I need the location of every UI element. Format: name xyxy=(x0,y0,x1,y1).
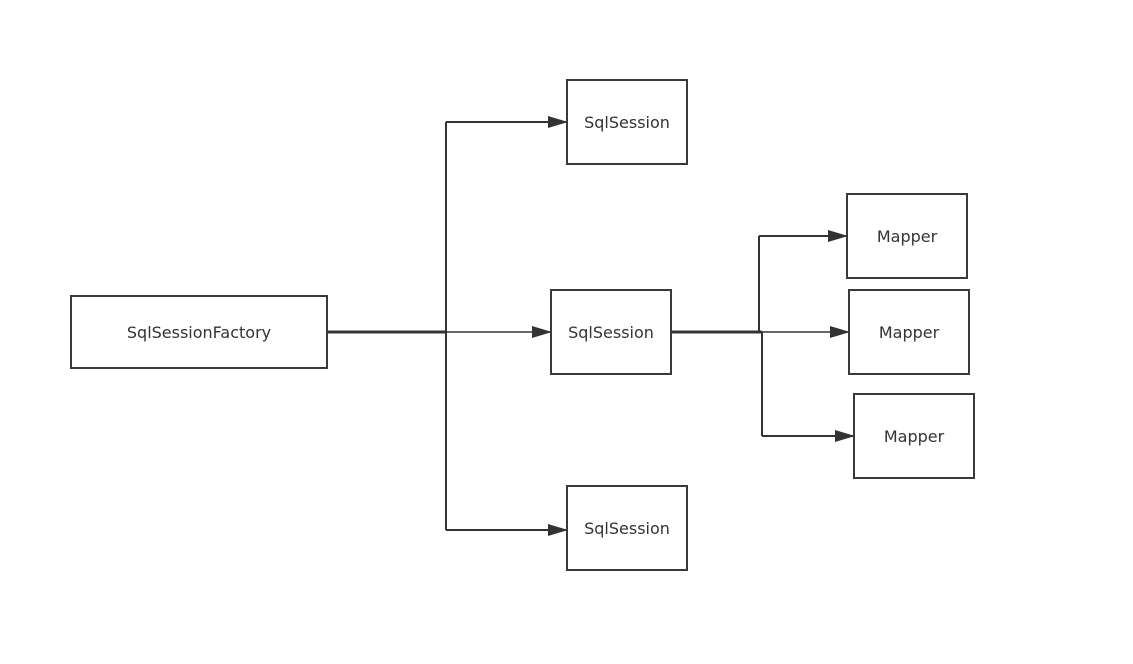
mapper-label: Mapper xyxy=(876,226,938,246)
sqlsession-label: SqlSession xyxy=(584,518,670,538)
mapper-label: Mapper xyxy=(883,426,945,446)
sqlsessionfactory-node: SqlSessionFactory xyxy=(70,295,328,369)
mapper-node-bottom: Mapper xyxy=(853,393,975,479)
sqlsession-label: SqlSession xyxy=(568,322,654,342)
sqlsession-label: SqlSession xyxy=(584,112,670,132)
sqlsession-node-top: SqlSession xyxy=(566,79,688,165)
mapper-node-top: Mapper xyxy=(846,193,968,279)
sqlsession-node-middle: SqlSession xyxy=(550,289,672,375)
sqlsession-node-bottom: SqlSession xyxy=(566,485,688,571)
sqlsessionfactory-label: SqlSessionFactory xyxy=(126,322,272,342)
mapper-node-middle: Mapper xyxy=(848,289,970,375)
mapper-label: Mapper xyxy=(878,322,940,342)
